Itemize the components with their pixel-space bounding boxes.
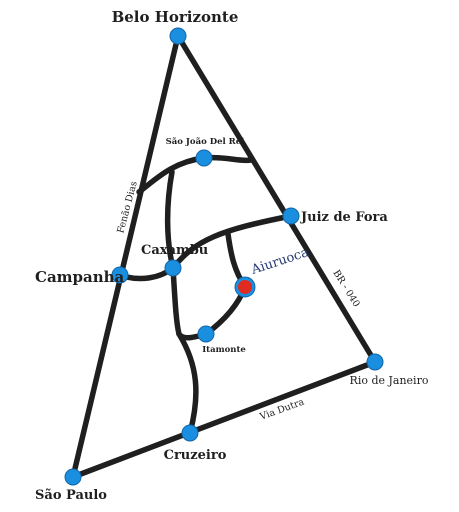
marker-aiuruoca[interactable]	[238, 280, 252, 294]
label-road-via-dutra: Via Dutra	[258, 396, 306, 423]
label-caxambu: Caxambu	[141, 243, 208, 258]
marker-juiz-de-fora[interactable]	[282, 207, 300, 225]
label-rio-de-janeiro: Rio de Janeiro	[350, 374, 429, 387]
road-sao-joao-del-rei	[136, 154, 254, 195]
marker-rio-de-janeiro[interactable]	[366, 353, 384, 371]
label-belo-horizonte: Belo Horizonte	[112, 8, 239, 26]
road-caxambu-juiz-de-fora	[170, 213, 294, 271]
road-fernao-dias	[70, 33, 181, 480]
label-campanha: Campanha	[35, 268, 125, 286]
label-itamonte: Itamonte	[202, 345, 246, 355]
label-juiz-de-fora: Juiz de Fora	[300, 210, 388, 225]
marker-campanha[interactable]	[111, 266, 129, 284]
label-sao-paulo: São Paulo	[35, 488, 107, 503]
marker-caxambu[interactable]	[164, 259, 182, 277]
marker-sao-joao-del-rei[interactable]	[195, 149, 213, 167]
marker-itamonte[interactable]	[197, 325, 215, 343]
label-sao-joao-del-rei: São João Del Rei	[166, 136, 246, 147]
marker-cruzeiro[interactable]	[181, 424, 199, 442]
marker-sao-paulo[interactable]	[64, 468, 82, 486]
label-cruzeiro: Cruzeiro	[164, 448, 227, 463]
road-bh-juiz-rio	[175, 33, 378, 365]
road-sjdr-caxambu	[164, 169, 176, 271]
label-road-br-040: BR - 040	[330, 268, 361, 309]
road-via-dutra	[70, 359, 378, 480]
label-aiuruoca: Aiuruoca	[249, 245, 311, 278]
road-to-cruzeiro	[176, 331, 199, 436]
marker-belo-horizonte[interactable]	[169, 27, 187, 45]
